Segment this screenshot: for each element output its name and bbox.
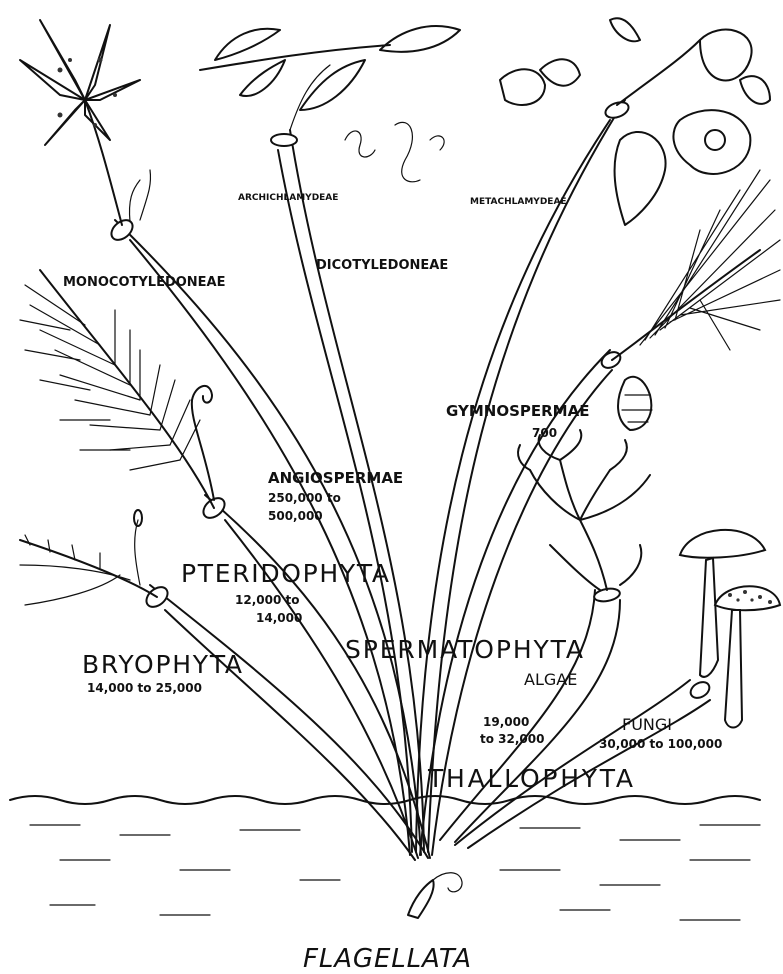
lily-flower-icon [20, 20, 151, 225]
fern-frond-icon [20, 270, 214, 508]
label-bryophyta: BRYOPHYTA [82, 650, 242, 679]
flagellate-icon [408, 873, 462, 918]
label-gymnospermae: GYMNOSPERMAE [446, 402, 589, 420]
label-archichlamydeae: ARCHICHLAMYDEAE [238, 193, 338, 203]
pine-branch-icon [612, 170, 780, 430]
label-angiospermae-count-1: 250,000 to [268, 491, 341, 505]
label-pteridophyta-count-2: 14,000 [256, 611, 302, 625]
label-spermatophyta: SPERMATOPHYTA [345, 635, 583, 664]
pea-vine-icon [200, 26, 580, 182]
label-fungi: FUNGI [622, 715, 672, 734]
label-monocotyledoneae: MONOCOTYLEDONEAE [63, 275, 226, 290]
label-pteridophyta-count-1: 12,000 to [235, 593, 299, 607]
label-angiospermae: ANGIOSPERMAE [268, 469, 403, 487]
morning-glory-icon [610, 18, 770, 225]
label-flagellata: FLAGELLATA [303, 944, 471, 974]
label-dicotyledoneae: DICOTYLEDONEAE [316, 258, 448, 273]
label-algae-count-2: to 32,000 [480, 732, 544, 746]
label-gymnospermae-count: 700 [532, 426, 557, 440]
branch-openings [108, 99, 712, 701]
label-angiospermae-count-2: 500,000 [268, 509, 323, 523]
label-pteridophyta: PTERIDOPHYTA [181, 559, 389, 588]
label-fungi-count: 30,000 to 100,000 [599, 737, 722, 751]
label-algae-count-1: 19,000 [483, 715, 529, 729]
moss-plant-icon [20, 510, 157, 605]
water-surface [10, 796, 760, 920]
label-metachlamydeae: METACHLAMYDEAE [470, 197, 567, 207]
seaweed-icon [518, 430, 650, 590]
label-thallophyta: THALLOPHYTA [427, 764, 633, 793]
label-bryophyta-count: 14,000 to 25,000 [87, 681, 202, 695]
label-algae: ALGAE [524, 670, 577, 689]
